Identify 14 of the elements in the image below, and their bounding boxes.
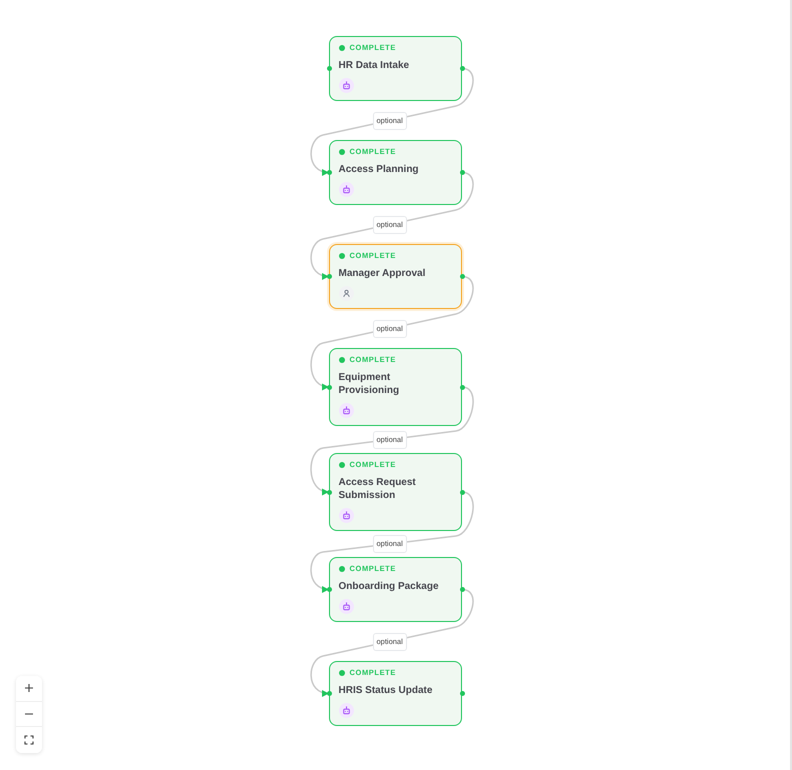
step-card — [329, 557, 462, 622]
step-card — [329, 661, 462, 726]
step-card — [329, 140, 462, 205]
step-title: HRIS Status Update — [338, 684, 434, 697]
step-title: Manager Approval — [338, 267, 426, 280]
step-title: HR Data Intake — [338, 59, 410, 72]
step-card — [329, 36, 462, 101]
step-title: Onboarding Package — [338, 580, 440, 593]
step-card — [329, 453, 462, 531]
step-title: Access Request Submission — [338, 476, 417, 502]
approval-step-card — [329, 244, 462, 309]
step-title: Access Planning — [338, 163, 420, 176]
step-card — [329, 348, 462, 426]
step-title: Equipment Provisioning — [338, 371, 400, 397]
